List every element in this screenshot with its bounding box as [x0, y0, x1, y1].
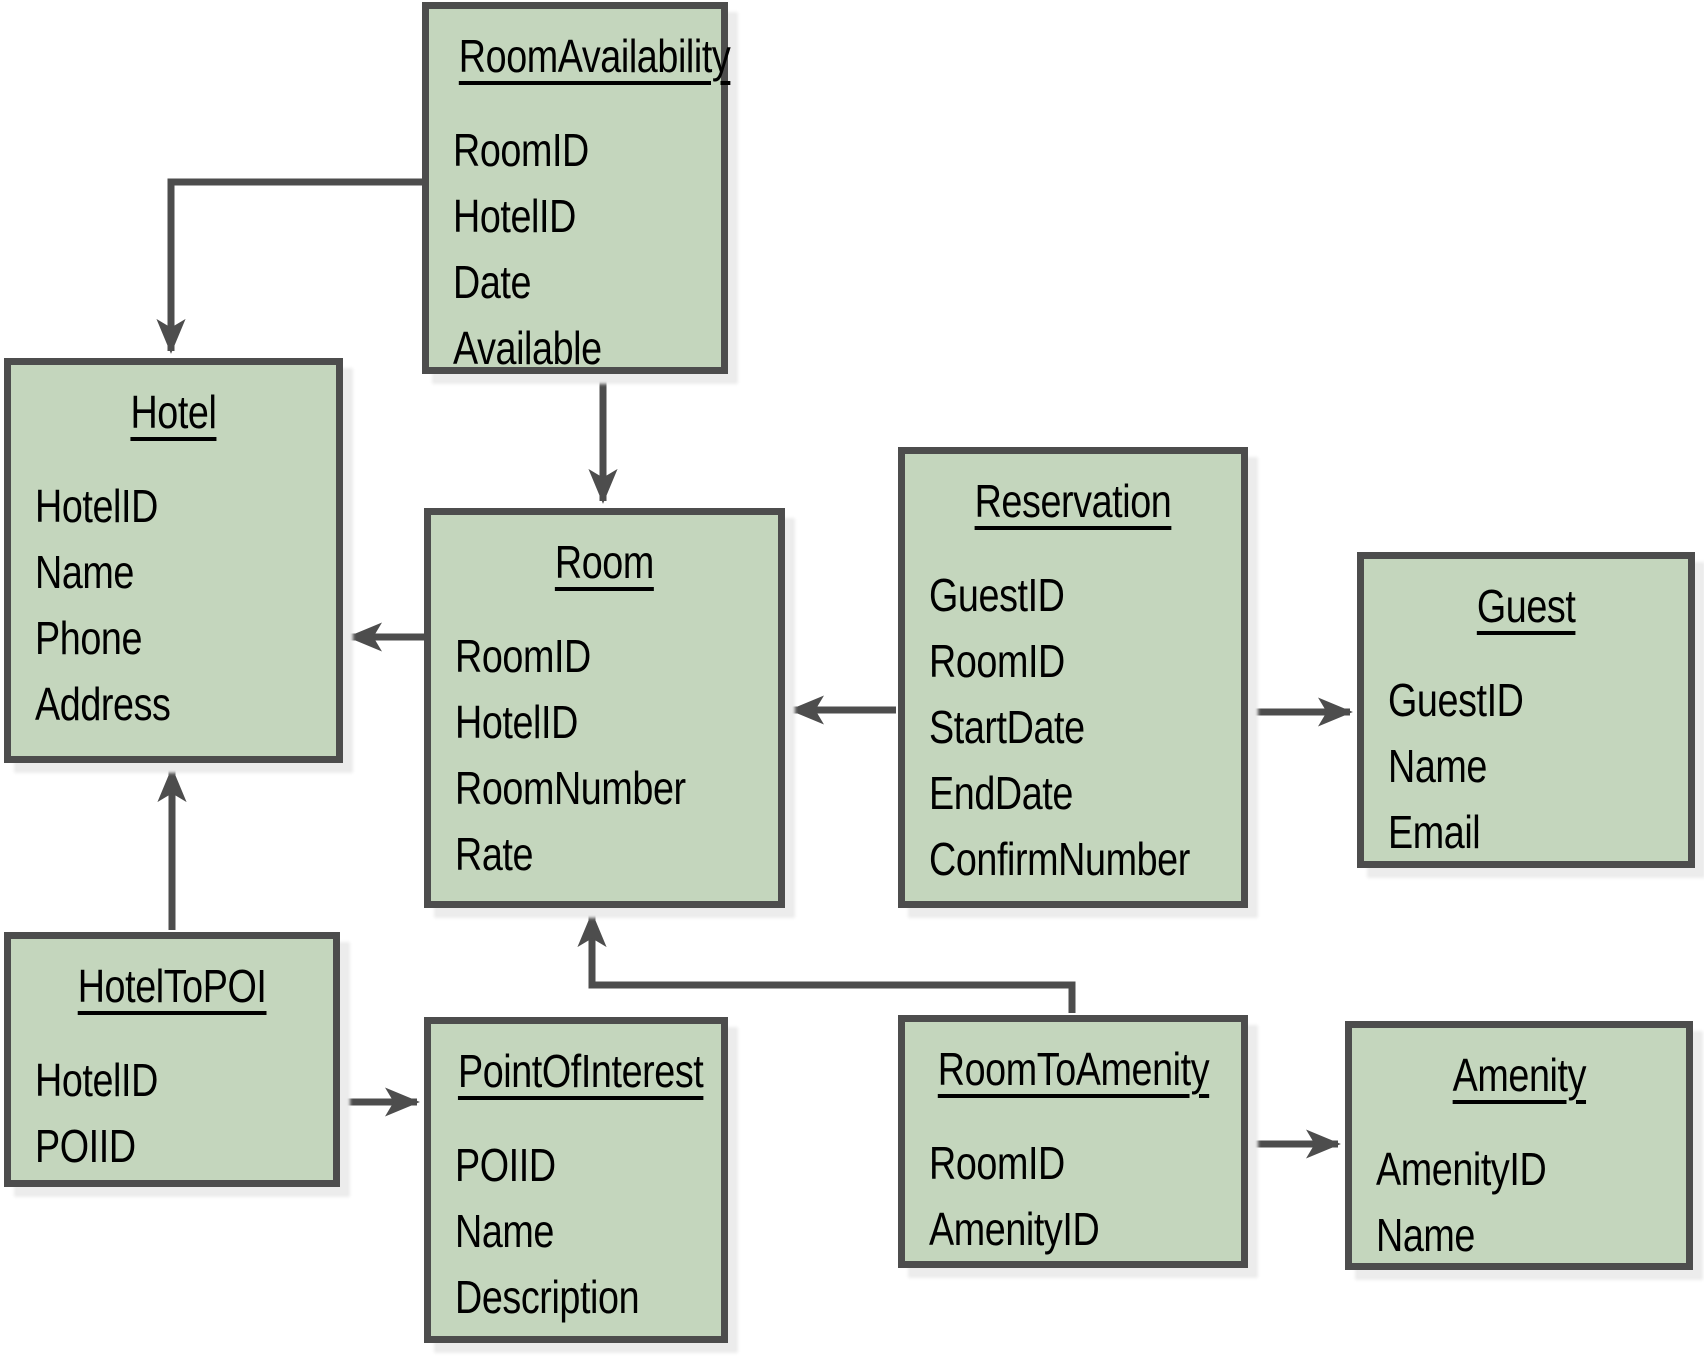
entity-field: AmenityID: [1376, 1143, 1547, 1195]
entity-field: Name: [1376, 1209, 1475, 1261]
edge-roomavailability-to-hotel: [156, 178, 424, 354]
entity-field: HotelID: [453, 190, 576, 242]
entity-amenity: Amenity AmenityID Name: [1345, 1021, 1693, 1270]
entity-field: Available: [453, 322, 602, 374]
entity-title: Amenity: [1452, 1049, 1586, 1101]
entity-fields: RoomID AmenityID: [929, 1130, 1237, 1262]
entity-field: Description: [455, 1271, 640, 1323]
entity-field: RoomID: [929, 1137, 1065, 1189]
entity-field: Email: [1388, 806, 1481, 858]
entity-pointofinterest: PointOfInterest POIID Name Description: [424, 1017, 728, 1343]
entity-reservation: Reservation GuestID RoomID StartDate End…: [898, 447, 1248, 908]
entity-fields: RoomID HotelID Date Available: [453, 117, 717, 381]
entity-hotel: Hotel HotelID Name Phone Address: [4, 358, 343, 763]
entity-field: GuestID: [929, 569, 1065, 621]
entity-field: POIID: [455, 1139, 556, 1191]
entity-title: Room: [555, 536, 654, 588]
entity-title: RoomAvailability: [458, 30, 731, 82]
entity-field: EndDate: [929, 767, 1073, 819]
entity-title: HotelToPOI: [77, 960, 267, 1012]
entity-field: Rate: [455, 828, 534, 880]
entity-field: Phone: [35, 612, 143, 664]
entity-title: Reservation: [974, 475, 1172, 527]
entity-fields: POIID Name Description: [455, 1132, 717, 1330]
entity-field: Name: [455, 1205, 554, 1257]
entity-field: Date: [453, 256, 532, 308]
entity-field: RoomID: [929, 635, 1065, 687]
entity-field: POIID: [35, 1120, 136, 1172]
entity-field: ConfirmNumber: [929, 833, 1190, 885]
entity-field: HotelID: [35, 1054, 158, 1106]
entity-fields: GuestID Name Email: [1388, 667, 1684, 865]
entity-field: RoomNumber: [455, 762, 686, 814]
entity-fields: HotelID Name Phone Address: [35, 473, 332, 737]
entity-hoteltopoi: HotelToPOI HotelID POIID: [4, 932, 340, 1187]
entity-field: Name: [35, 546, 134, 598]
entity-title: Hotel: [130, 386, 217, 438]
entity-fields: GuestID RoomID StartDate EndDate Confirm…: [929, 562, 1237, 892]
entity-title: RoomToAmenity: [937, 1043, 1209, 1095]
entity-field: Name: [1388, 740, 1487, 792]
entity-title: Guest: [1476, 580, 1576, 632]
entity-field: RoomID: [453, 124, 589, 176]
entity-field: HotelID: [455, 696, 578, 748]
entity-field: StartDate: [929, 701, 1085, 753]
entity-guest: Guest GuestID Name Email: [1357, 552, 1695, 868]
entity-roomtoamenity: RoomToAmenity RoomID AmenityID: [898, 1015, 1248, 1268]
entity-field: HotelID: [35, 480, 158, 532]
edge-roomtoamenity-to-room: [577, 912, 1076, 1013]
entity-roomavailability: RoomAvailability RoomID HotelID Date Ava…: [422, 2, 731, 374]
entity-room: Room RoomID HotelID RoomNumber Rate: [424, 508, 785, 908]
entity-field: AmenityID: [929, 1203, 1100, 1255]
entity-fields: AmenityID Name: [1376, 1136, 1682, 1268]
entity-fields: RoomID HotelID RoomNumber Rate: [455, 623, 774, 887]
entity-fields: HotelID POIID: [35, 1047, 329, 1179]
entity-field: RoomID: [455, 630, 591, 682]
entity-title: PointOfInterest: [457, 1045, 704, 1097]
entity-field: Address: [35, 678, 171, 730]
entity-field: GuestID: [1388, 674, 1524, 726]
